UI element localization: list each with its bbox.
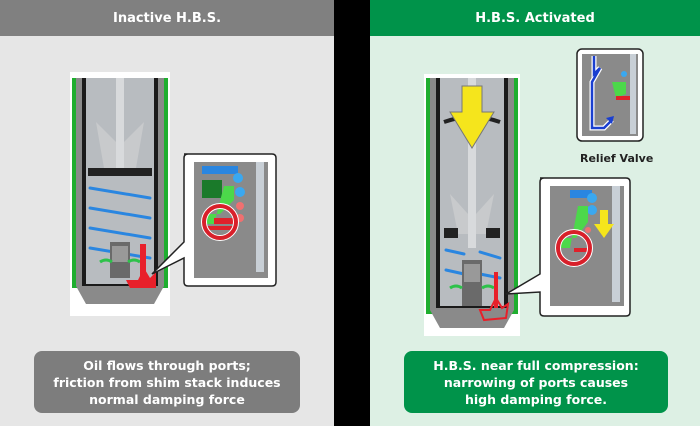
panel-divider bbox=[334, 0, 370, 426]
relief-valve-label: Relief Valve bbox=[580, 152, 654, 165]
spring-coil bbox=[88, 226, 152, 240]
spring-coil bbox=[444, 248, 466, 256]
oil-flow-arrow bbox=[126, 244, 156, 288]
spring-coil bbox=[88, 186, 152, 200]
callout-inactive bbox=[151, 153, 277, 287]
inactive-header: Inactive H.B.S. bbox=[0, 0, 334, 36]
oil-flow-arrow bbox=[478, 272, 510, 322]
relief-valve-inset bbox=[576, 48, 644, 142]
callout-active bbox=[505, 177, 631, 317]
inactive-panel: Inactive H.B.S. bbox=[0, 0, 334, 426]
spring-coil bbox=[444, 268, 466, 276]
shock-cutaway-inactive bbox=[70, 72, 170, 316]
active-panel: H.B.S. Activated bbox=[370, 0, 700, 426]
active-header: H.B.S. Activated bbox=[370, 0, 700, 36]
force-arrow-small bbox=[594, 210, 614, 238]
spring-coil bbox=[478, 250, 502, 260]
force-arrow bbox=[449, 85, 495, 149]
spring-coil bbox=[88, 206, 152, 220]
inactive-caption: Oil flows through ports; friction from s… bbox=[34, 351, 300, 413]
shock-cutaway-active bbox=[424, 74, 520, 336]
active-caption: H.B.S. near full compression: narrowing … bbox=[404, 351, 668, 413]
